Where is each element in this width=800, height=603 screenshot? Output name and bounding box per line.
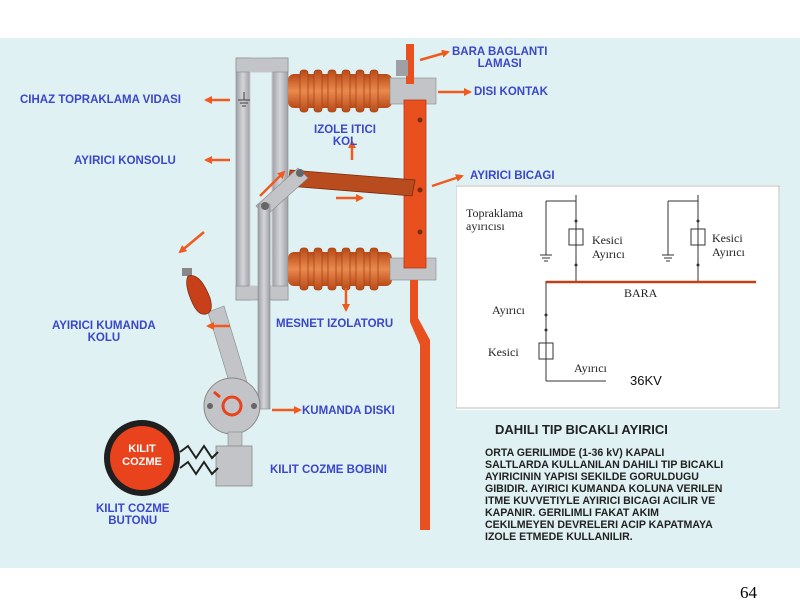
label-ayirici-kumanda: AYIRICI KUMANDA KOLU	[52, 320, 156, 344]
page-number: 64	[740, 583, 757, 602]
mesnet-insulator	[288, 247, 437, 291]
label-mesnet-izolatoru: MESNET IZOLATORU	[276, 318, 394, 330]
ground-symbol	[238, 92, 250, 107]
label-disi-kontak: DISI KONTAK	[474, 86, 548, 98]
label-kilit-cozme-butonu: KILIT COZME BUTONU	[96, 503, 170, 527]
sch-kesici-ayirici-1: Kesici Ayırıcı	[592, 233, 625, 261]
kumanda-kolu-handle	[182, 268, 212, 315]
bara-and-knife	[396, 44, 430, 530]
sch-kesici-ayirici-2: Kesici Ayırıcı	[712, 231, 745, 259]
label-ayirici-konsolu: AYIRICI KONSOLU	[74, 155, 176, 167]
label-ayirici-bicagi: AYIRICI BICAGI	[470, 170, 555, 182]
single-line-schematic: Topraklama ayırıcısı Kesici Ayırıcı Kesi…	[456, 185, 780, 410]
label-cihaz-topraklama: CIHAZ TOPRAKLAMA VIDASI	[20, 94, 181, 106]
kumanda-diski	[203, 377, 261, 455]
schematic-lines	[456, 185, 780, 409]
linkage	[207, 167, 309, 410]
label-kilit-cozme-bobini: KILIT COZME BOBINI	[270, 464, 387, 476]
kilit-cozme-butonu	[104, 420, 180, 496]
description-title: DAHILI TIP BICAKLI AYIRICI	[495, 422, 668, 437]
kilit-cozme-bobini	[179, 444, 253, 487]
sch-topraklama-label: Topraklama ayırıcısı	[466, 206, 524, 233]
label-arrows	[178, 49, 472, 414]
sch-kesici: Kesici	[488, 345, 519, 359]
label-izole-itici: IZOLE ITICI KOL	[314, 124, 376, 148]
label-kumanda-diski: KUMANDA DISKI	[302, 405, 395, 417]
izole-itici-kol	[287, 169, 416, 197]
sch-bara-label: BARA	[624, 286, 658, 300]
voltage-label: 36KV	[630, 373, 662, 388]
description-text: ORTA GERILIMDE (1-36 kV) KAPALI SALTLARD…	[485, 447, 724, 543]
label-bara-baglanti: BARA BAGLANTI LAMASI	[452, 46, 548, 70]
kilit-button-text: KILIT COZME	[122, 443, 162, 468]
sch-ayirici-bottom: Ayırıcı	[574, 361, 607, 375]
sch-ayirici-top: Ayırıcı	[492, 303, 525, 317]
